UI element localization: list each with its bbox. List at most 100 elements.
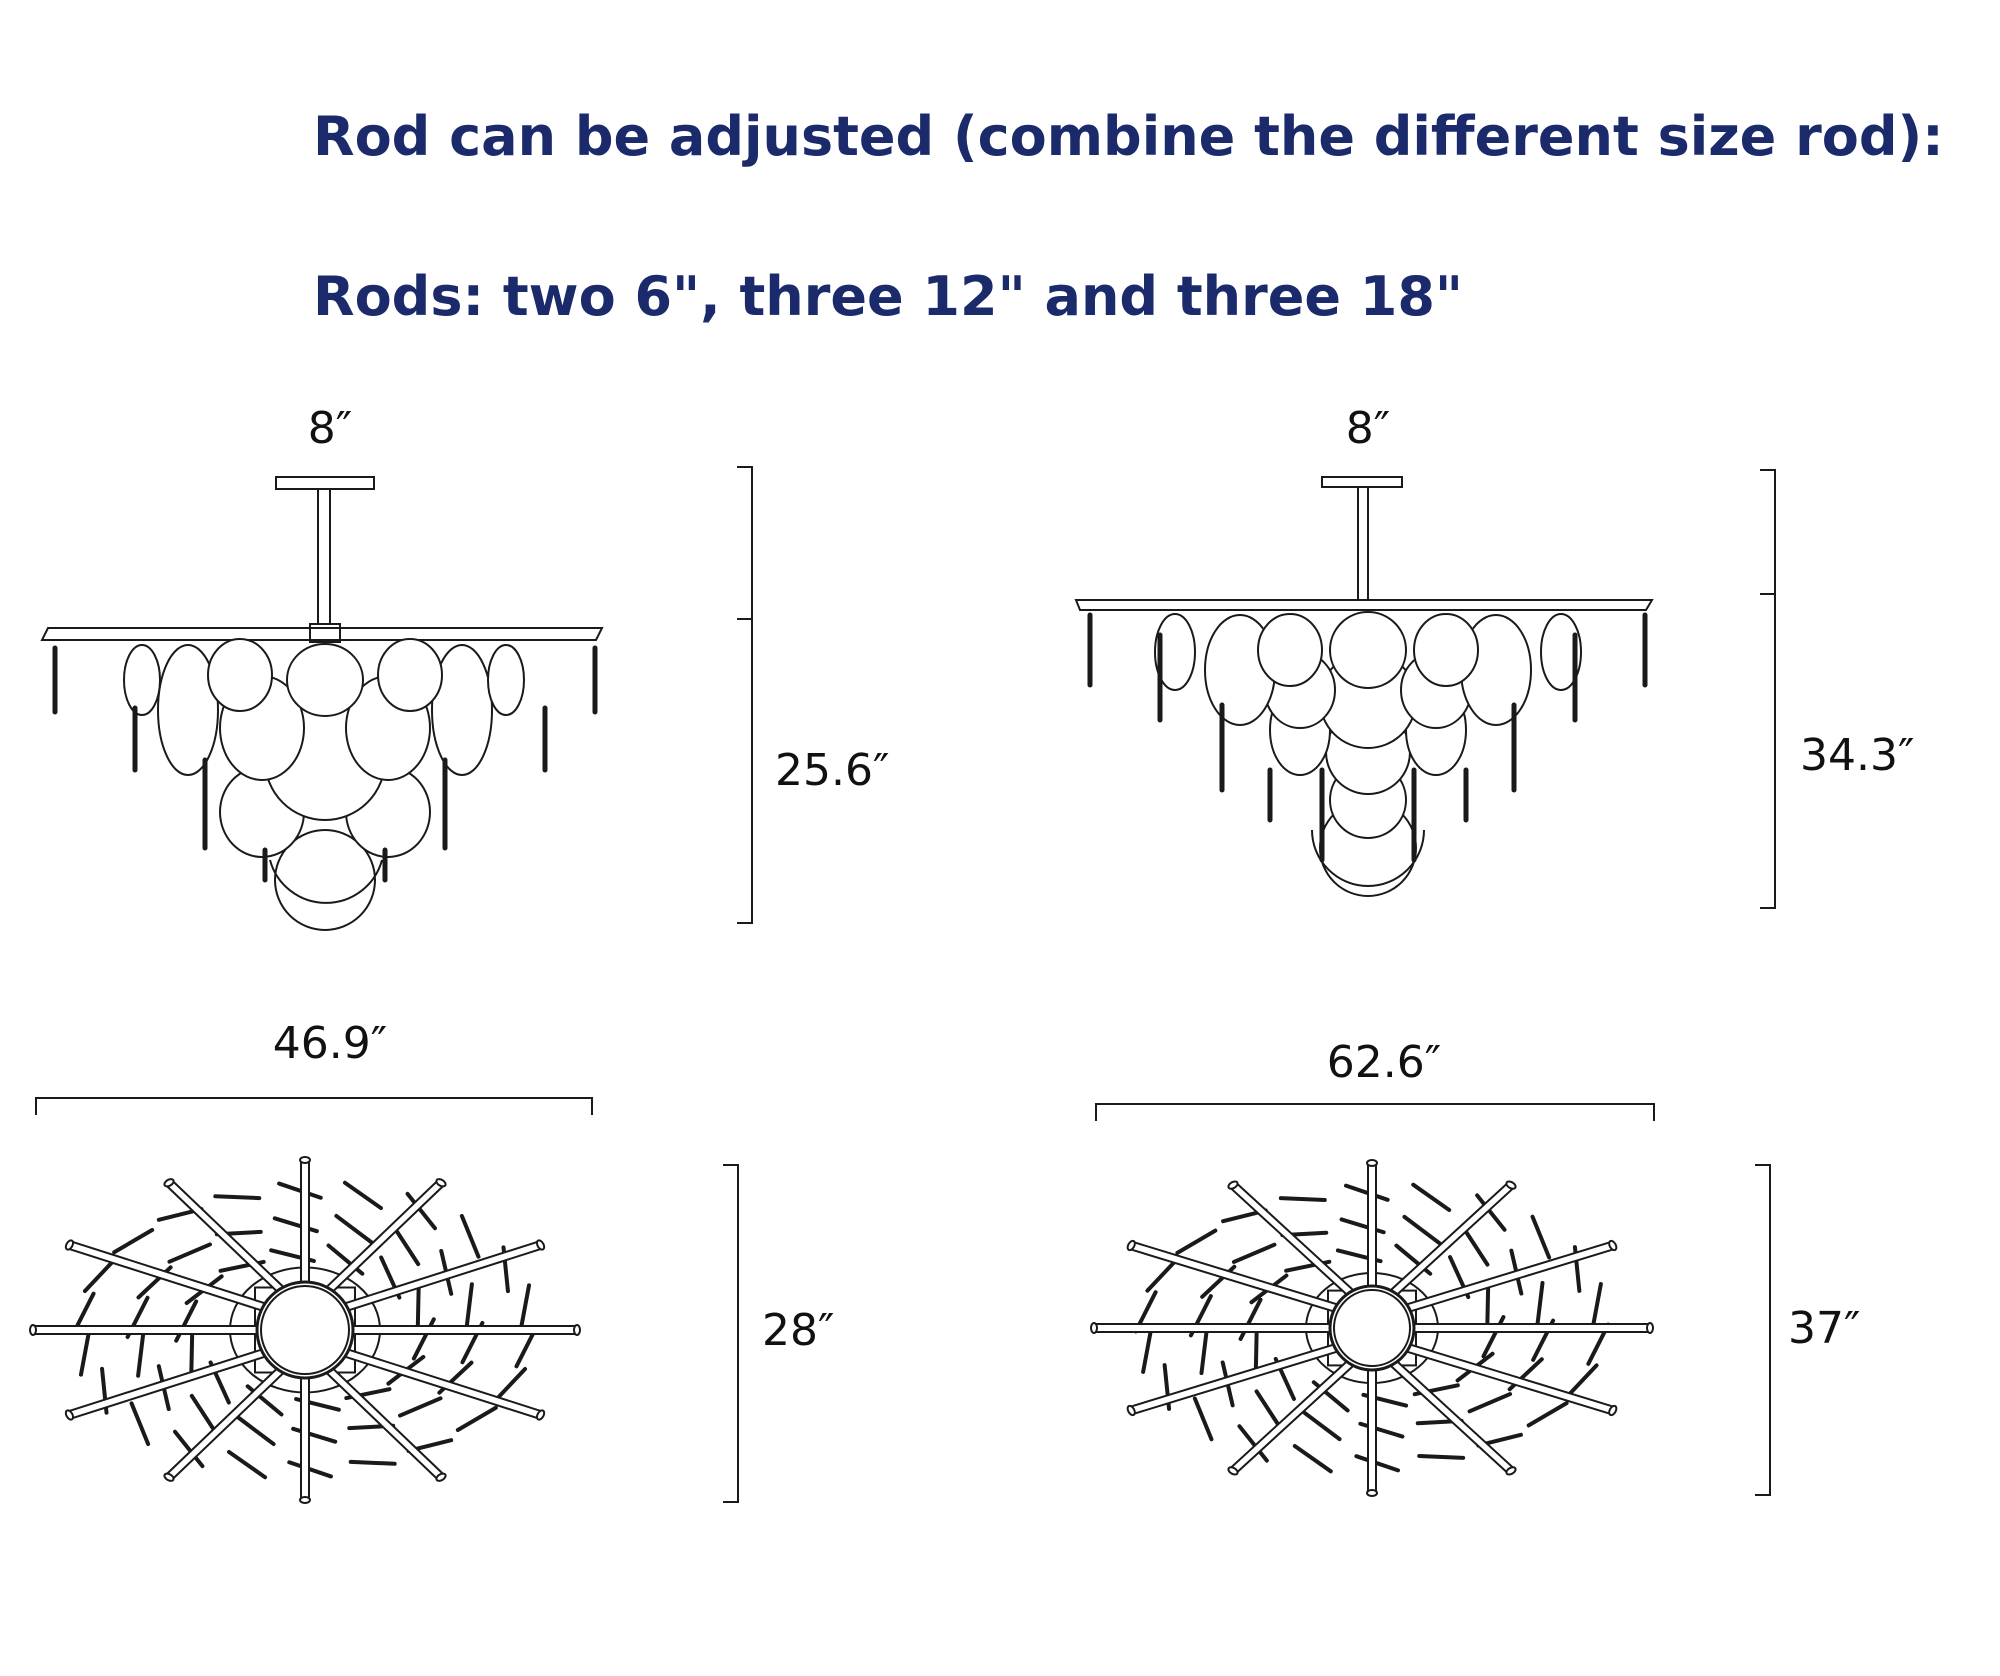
arm-end-cap [535, 1239, 546, 1251]
rod-dash [291, 1426, 338, 1444]
rod-dash [1467, 1392, 1513, 1414]
small-depth-dimension [723, 1164, 739, 1503]
rods-included-heading: Rods: two 6", three 12" and three 18" [313, 265, 1464, 328]
rod-dash [348, 1459, 397, 1466]
small-height-label: 25.6″ [775, 745, 889, 796]
rod-dash [459, 1213, 481, 1259]
rod-dash [1461, 1225, 1490, 1267]
large-height-label: 34.3″ [1800, 730, 1914, 781]
center-hub [1333, 1289, 1411, 1367]
rod-dash [464, 1282, 474, 1330]
rod-dash [173, 1429, 205, 1469]
glass-disc [123, 644, 161, 716]
small-height-dimension [737, 466, 753, 924]
rod-dash [277, 1181, 323, 1200]
rod-dash [1535, 1280, 1545, 1329]
arm-end-cap [1090, 1322, 1098, 1334]
small-chandelier-top-view: 46.9″ 28″ [29, 1018, 834, 1504]
glass-disc [274, 829, 376, 931]
rod-dash [236, 1415, 276, 1447]
radial-arm [1367, 1162, 1377, 1291]
rod-dash [112, 1228, 155, 1255]
arm-end-cap [299, 1496, 311, 1504]
rod-dash [1402, 1214, 1442, 1246]
rod-dash [1175, 1228, 1218, 1255]
large-top-view-rods [1090, 1159, 1654, 1497]
glass-disc [157, 644, 219, 776]
small-top-view-rods [29, 1156, 581, 1504]
arm-end-cap [1126, 1404, 1136, 1417]
arm-end-cap [163, 1178, 175, 1188]
large-downrod [1357, 486, 1369, 601]
arm-end-cap [64, 1409, 75, 1421]
glass-disc [431, 644, 493, 776]
rod-dash [1141, 1326, 1154, 1374]
arm-end-cap [64, 1239, 75, 1251]
arm-end-cap [535, 1409, 546, 1421]
rod-adjustment-heading: Rod can be adjusted (combine the differe… [313, 105, 1944, 168]
rod-dash [1590, 1282, 1603, 1330]
radial-arm [348, 1325, 578, 1335]
arm-end-cap [299, 1156, 311, 1164]
rod-dash [213, 1194, 262, 1201]
rod-dash [1254, 1389, 1283, 1431]
rod-dash [455, 1405, 498, 1432]
arm-end-cap [435, 1472, 447, 1482]
large-width-dimension [1095, 1103, 1655, 1121]
large-width-label: 62.6″ [1327, 1037, 1441, 1088]
arm-end-cap [1505, 1466, 1517, 1476]
large-chandelier-side-view: 8″ 34.3″ [1074, 403, 1914, 909]
rod-dash [1526, 1401, 1569, 1428]
radial-arm [32, 1325, 262, 1335]
rod-dash [1475, 1193, 1507, 1232]
bottom-ring [269, 859, 383, 904]
arm-end-cap [1227, 1466, 1239, 1476]
small-width-dimension [35, 1097, 593, 1115]
rod-dash [189, 1393, 218, 1435]
rod-dash [398, 1396, 443, 1418]
large-canopy-width-label: 8″ [1346, 403, 1390, 454]
glass-disc [1413, 613, 1479, 687]
large-canopy [1321, 476, 1403, 488]
radial-arm [1409, 1323, 1651, 1333]
radial-arm [1367, 1365, 1377, 1494]
arm-end-cap [1366, 1489, 1378, 1497]
arm-end-cap [1608, 1404, 1618, 1417]
rod-dash [129, 1401, 151, 1447]
arm-end-cap [1608, 1239, 1618, 1252]
center-hub [260, 1285, 350, 1375]
glass-disc [1154, 613, 1196, 691]
arm-end-cap [1505, 1180, 1517, 1190]
glass-disc [286, 643, 364, 717]
small-downrod [317, 488, 331, 625]
radial-arm [300, 1159, 310, 1287]
large-glass-discs [1154, 611, 1582, 897]
small-canopy-width-label: 8″ [308, 403, 352, 454]
rod-dash [189, 1330, 195, 1379]
rod-dash [1564, 1363, 1599, 1400]
small-hub [309, 623, 341, 643]
rod-dash [1278, 1196, 1327, 1202]
arm-end-cap [573, 1324, 581, 1336]
arm-end-cap [163, 1472, 175, 1482]
large-depth-label: 37″ [1788, 1303, 1860, 1354]
large-height-dimension [1760, 469, 1776, 909]
rod-dash [1253, 1327, 1259, 1376]
rod-dash [1354, 1454, 1401, 1473]
large-chandelier-top-view: 62.6″ 37″ [1090, 1037, 1860, 1497]
arm-end-cap [1126, 1239, 1136, 1252]
rod-dash [392, 1225, 421, 1267]
rod-dash [1302, 1410, 1342, 1442]
arm-end-cap [1366, 1159, 1378, 1167]
large-pendant-rods [1087, 612, 1648, 863]
glass-disc [487, 644, 525, 716]
rod-dash [518, 1283, 532, 1331]
bottom-ring [1311, 829, 1425, 887]
rod-dash [287, 1460, 333, 1479]
rod-dash [405, 1191, 437, 1231]
arm-end-cap [29, 1324, 37, 1336]
rod-dash [1192, 1396, 1214, 1442]
rod-dash [1231, 1242, 1277, 1264]
